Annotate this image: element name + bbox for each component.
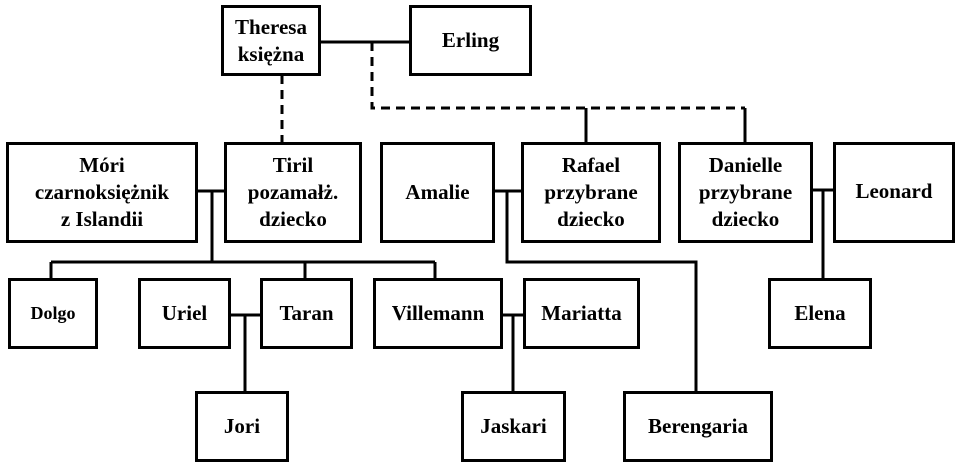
person-box-jaskari: Jaskari (461, 391, 566, 462)
descent-line-berengaria (505, 191, 698, 393)
person-box-dolgo: Dolgo (8, 278, 98, 349)
person-box-taran: Taran (260, 278, 353, 349)
person-box-leonard: Leonard (833, 142, 955, 243)
person-box-villemann: Villemann (373, 278, 503, 349)
person-box-tiril: Tiril pozamałż. dziecko (224, 142, 362, 243)
person-box-elena: Elena (768, 278, 872, 349)
person-box-theresa: Theresa księżna (221, 5, 321, 76)
person-box-mariatta: Mariatta (523, 278, 640, 349)
person-box-uriel: Uriel (138, 278, 231, 349)
person-box-rafael: Rafael przybrane dziecko (521, 142, 661, 243)
person-box-jori: Jori (195, 391, 289, 462)
person-box-erling: Erling (409, 5, 532, 76)
person-box-amalie: Amalie (380, 142, 495, 243)
person-box-berengaria: Berengaria (623, 391, 773, 462)
person-box-danielle: Danielle przybrane dziecko (678, 142, 813, 243)
dashed-line-adopted-children (370, 42, 745, 110)
person-box-mori: Móri czarnoksiężnik z Islandii (6, 142, 198, 243)
